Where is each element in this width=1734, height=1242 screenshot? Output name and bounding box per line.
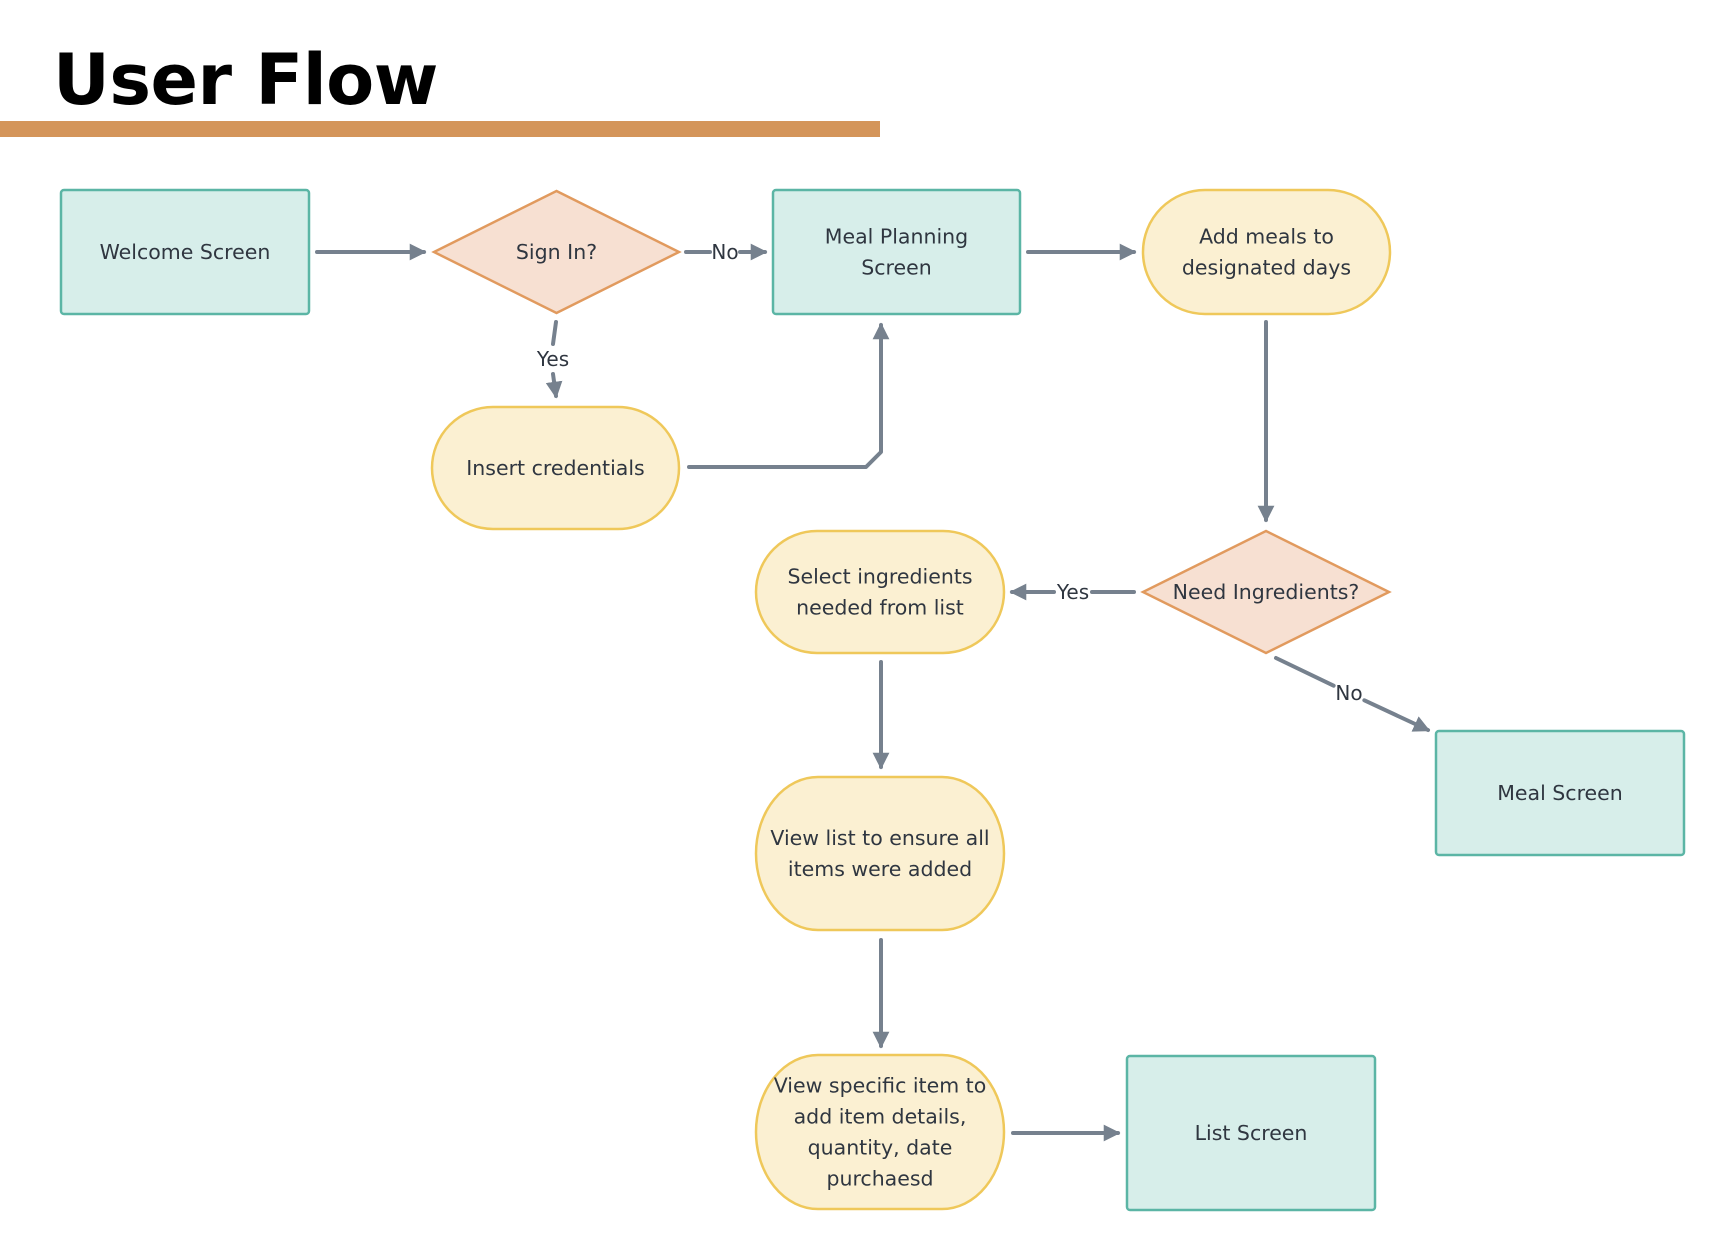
edge-label: Yes — [1056, 580, 1089, 604]
edge-label: No — [1335, 681, 1362, 705]
edge-sign-in-to-insert-credentials: Yes — [536, 320, 569, 399]
edge-label: No — [711, 240, 738, 264]
connector-line — [1274, 656, 1336, 688]
edge-need-ingredients-to-meal-screen: No — [1274, 656, 1431, 732]
node-label: Need Ingredients? — [1173, 580, 1360, 604]
node-label: Sign In? — [516, 240, 597, 264]
node-list-screen: List Screen — [1125, 1054, 1377, 1212]
node-need-ingredients: Need Ingredients? — [1140, 529, 1392, 655]
edge-label: Yes — [536, 347, 569, 371]
decision-diamond — [1140, 529, 1392, 655]
action-pill — [754, 775, 1006, 932]
node-label: List Screen — [1195, 1121, 1308, 1145]
node-label: View list to ensure all — [770, 826, 989, 850]
edge-sign-in-to-meal-planning: No — [684, 240, 768, 264]
node-label: Insert credentials — [466, 456, 644, 480]
connector-arrow — [1362, 698, 1431, 732]
node-label: Welcome Screen — [100, 240, 271, 264]
node-label: needed from list — [796, 596, 964, 620]
decision-diamond — [431, 189, 682, 315]
node-label: quantity, date — [808, 1136, 953, 1160]
node-label: Select ingredients — [787, 565, 972, 589]
node-label: items were added — [788, 857, 972, 881]
node-label: purchaesd — [826, 1167, 933, 1191]
node-add-meals: Add meals to designated days — [1141, 188, 1392, 316]
node-meal-screen: Meal Screen — [1434, 729, 1686, 857]
node-insert-credentials: Insert credentials — [430, 405, 681, 531]
connector-arrow — [545, 372, 563, 399]
node-label: Meal Planning — [825, 225, 968, 249]
node-label: Add meals to — [1199, 225, 1334, 249]
node-label: Meal Screen — [1497, 781, 1623, 805]
screen-box — [1125, 1054, 1377, 1212]
action-pill — [754, 1053, 1006, 1211]
node-sign-in: Sign In? — [431, 189, 682, 315]
connector-arrow — [687, 322, 890, 469]
node-view-item: View specific item to add item details, qu… — [754, 1053, 1006, 1211]
page-title: User Flow — [53, 39, 438, 121]
node-welcome: Welcome Screen — [59, 188, 311, 316]
node-label: designated days — [1182, 256, 1351, 280]
action-pill — [430, 405, 681, 531]
connector-line — [551, 320, 558, 346]
edge-need-ingredients-to-select-ingredients: Yes — [1009, 580, 1136, 604]
screen-box — [771, 188, 1022, 316]
node-label: Screen — [861, 256, 931, 280]
screen-box — [1434, 729, 1686, 857]
edge-insert-credentials-to-meal-planning — [687, 322, 890, 469]
action-pill — [754, 529, 1006, 655]
node-select-ingredients: Select ingredients needed from list — [754, 529, 1006, 655]
screen-box — [59, 188, 311, 316]
action-pill — [1141, 188, 1392, 316]
node-label: View specific item to — [774, 1074, 987, 1098]
title-underline — [0, 121, 880, 137]
node-label: add item details, — [794, 1105, 967, 1129]
node-view-list: View list to ensure all items were added — [754, 775, 1006, 932]
